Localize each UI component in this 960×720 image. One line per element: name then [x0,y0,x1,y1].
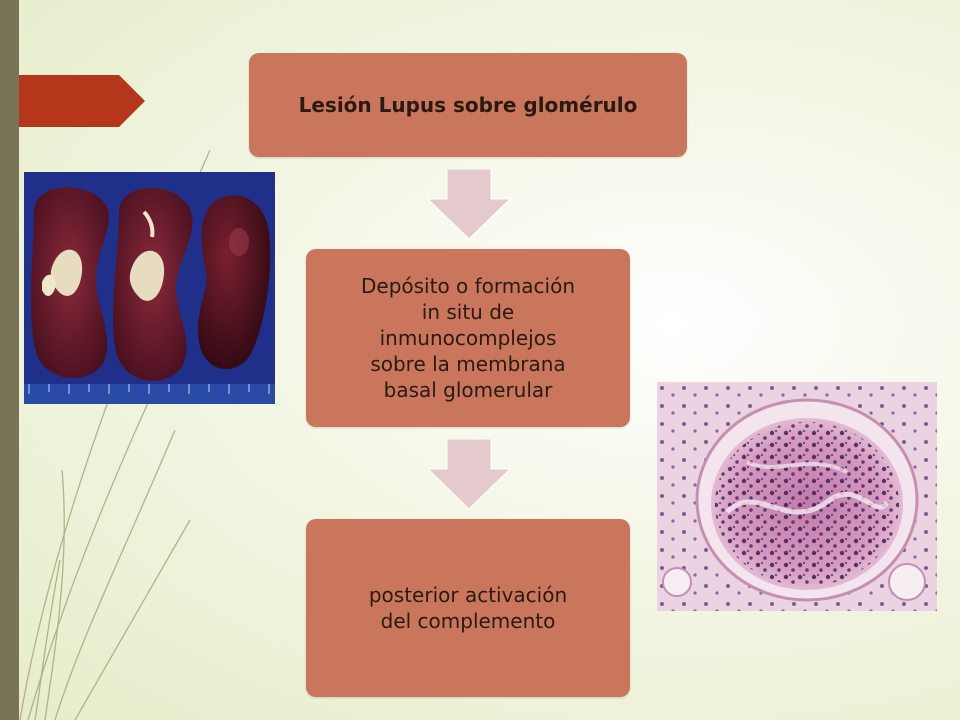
flow-step-1-text: Lesión Lupus sobre glomérulo [298,93,638,117]
flow-step-3: posterior activación del complemento [306,519,630,697]
glomerulus-histology-photo [657,382,937,611]
down-arrow-2 [428,439,510,509]
down-arrow-1 [428,169,510,239]
flow-step-2: Depósito o formación in situ de inmunoco… [306,249,630,427]
flow-step-1: Lesión Lupus sobre glomérulo [249,53,687,157]
flow-step-3-text: posterior activación del complemento [368,583,568,633]
accent-arrow-tab [19,75,145,127]
left-decorative-bar [0,0,19,720]
flow-step-2-text: Depósito o formación in situ de inmunoco… [361,274,575,402]
kidney-specimens-photo [24,172,275,404]
